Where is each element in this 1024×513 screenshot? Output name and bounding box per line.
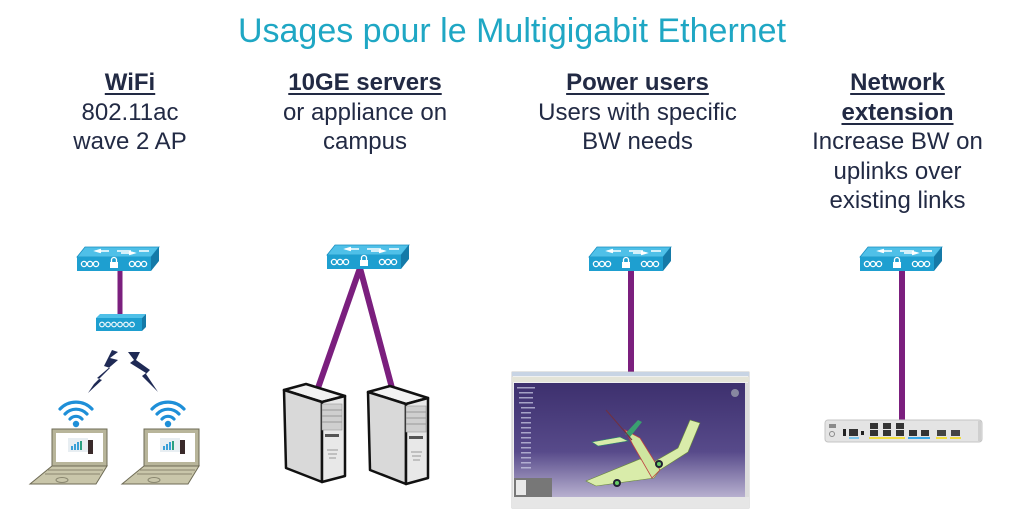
column-heading: 10GE servers xyxy=(288,69,442,96)
column-heading: extension xyxy=(841,98,954,126)
compact-switch-icon xyxy=(824,419,983,443)
cad-workstation-screenshot xyxy=(511,371,750,509)
servers-diagram xyxy=(282,244,430,486)
column-line: uplinks over xyxy=(833,157,962,185)
link-line xyxy=(357,267,395,389)
column-10ge-servers: 10GE servers or appliance on campus xyxy=(260,68,470,157)
lightning-bolt-icon xyxy=(128,352,158,392)
access-point-icon xyxy=(96,314,146,331)
airplane-model xyxy=(585,409,701,487)
wifi-icon xyxy=(150,400,186,421)
switch-icon xyxy=(76,246,160,272)
column-line: Users with specific xyxy=(538,98,737,126)
switch-icon xyxy=(326,244,410,270)
column-wifi: WiFi 802.11ac wave 2 AP xyxy=(40,68,220,157)
column-heading: Network xyxy=(850,69,945,96)
switch-icon xyxy=(859,246,943,272)
wifi-diagram xyxy=(28,246,200,485)
column-line: wave 2 AP xyxy=(73,128,187,155)
server-icon xyxy=(366,384,430,486)
column-heading: WiFi xyxy=(104,69,156,96)
column-line: BW needs xyxy=(582,128,693,155)
lightning-bolt-icon xyxy=(88,350,118,393)
column-line: or appliance on xyxy=(282,98,448,126)
link-line xyxy=(315,267,363,389)
server-icon xyxy=(282,382,347,484)
column-line: campus xyxy=(322,128,408,155)
page-title: Usages pour le Multigigabit Ethernet xyxy=(237,12,787,50)
switch-icon xyxy=(588,246,672,272)
column-line: Increase BW on xyxy=(812,128,983,155)
column-line: existing links xyxy=(829,187,966,214)
wifi-icon xyxy=(58,400,94,421)
column-line: 802.11ac xyxy=(81,98,179,126)
power-users-diagram xyxy=(511,246,750,509)
column-heading: Power users xyxy=(566,69,709,96)
column-network-extension: Network extension Increase BW on uplinks… xyxy=(795,68,1000,216)
laptop-icon xyxy=(120,428,200,485)
column-power-users: Power users Users with specific BW needs xyxy=(515,68,760,157)
laptop-icon xyxy=(28,428,108,485)
network-extension-diagram xyxy=(824,246,983,443)
